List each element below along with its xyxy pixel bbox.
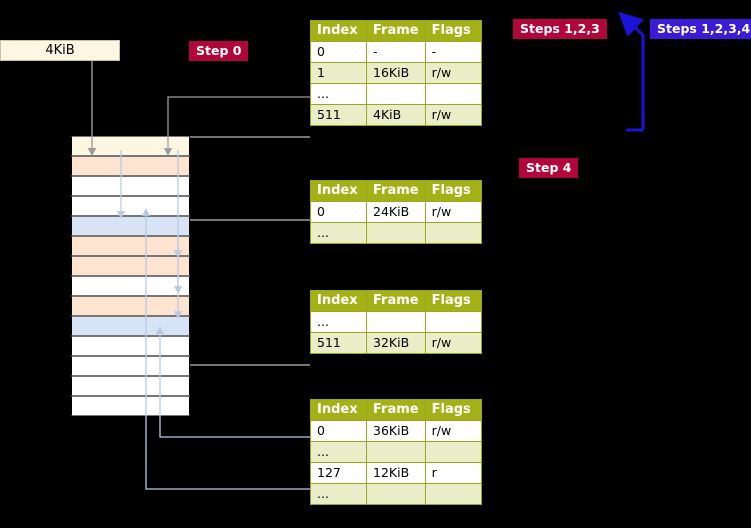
memory-cell bbox=[71, 136, 190, 156]
table-row: ... bbox=[310, 222, 482, 244]
cell-frame bbox=[366, 311, 426, 333]
cell-flags bbox=[424, 483, 482, 505]
table-row: 0-- bbox=[310, 41, 482, 63]
column-header-flags: Flags bbox=[424, 20, 482, 42]
cell-index: 0 bbox=[310, 201, 367, 223]
cell-flags: r/w bbox=[424, 201, 482, 223]
column-header-index: Index bbox=[310, 399, 367, 421]
column-header-frame: Frame bbox=[366, 290, 426, 312]
memory-cell bbox=[71, 276, 190, 296]
cell-index: ... bbox=[310, 311, 367, 333]
column-header-index: Index bbox=[310, 290, 367, 312]
cell-index: ... bbox=[310, 441, 367, 463]
column-header-frame: Frame bbox=[366, 20, 426, 42]
cell-flags: r/w bbox=[424, 104, 482, 126]
column-header-frame: Frame bbox=[366, 180, 426, 202]
table-row: ... bbox=[310, 483, 482, 505]
memory-cell bbox=[71, 356, 190, 376]
column-header-flags: Flags bbox=[424, 290, 482, 312]
steps-123-badge: Steps 1,2,3 bbox=[513, 19, 607, 39]
cell-index: ... bbox=[310, 83, 367, 105]
memory-cell bbox=[71, 216, 190, 236]
table-row: ... bbox=[310, 83, 482, 105]
memory-cell bbox=[71, 256, 190, 276]
cell-flags: r/w bbox=[424, 62, 482, 84]
cell-frame: 12KiB bbox=[366, 462, 426, 484]
table-header-row: Index Frame Flags bbox=[310, 20, 482, 42]
column-header-index: Index bbox=[310, 20, 367, 42]
cell-flags bbox=[424, 441, 482, 463]
column-header-flags: Flags bbox=[424, 180, 482, 202]
memory-cell bbox=[71, 316, 190, 336]
steps-1234-badge: Steps 1,2,3,4 bbox=[650, 19, 751, 39]
memory-cell bbox=[71, 176, 190, 196]
physical-memory-column bbox=[71, 136, 190, 416]
memory-cell bbox=[71, 296, 190, 316]
step-0-badge: Step 0 bbox=[189, 41, 249, 61]
cell-frame: 16KiB bbox=[366, 62, 426, 84]
cell-index: 511 bbox=[310, 104, 367, 126]
memory-cell bbox=[71, 376, 190, 396]
memory-cell bbox=[71, 236, 190, 256]
cell-frame: 24KiB bbox=[366, 201, 426, 223]
column-header-flags: Flags bbox=[424, 399, 482, 421]
column-header-index: Index bbox=[310, 180, 367, 202]
cell-frame bbox=[366, 483, 426, 505]
cell-index: 0 bbox=[310, 420, 367, 442]
kib-label-box: 4KiB bbox=[0, 40, 120, 61]
cell-frame: 36KiB bbox=[366, 420, 426, 442]
cell-index: ... bbox=[310, 483, 367, 505]
memory-cell bbox=[71, 336, 190, 356]
memory-cell bbox=[71, 396, 190, 416]
cell-flags: r/w bbox=[424, 332, 482, 354]
cell-index: ... bbox=[310, 222, 367, 244]
table-header-row: Index Frame Flags bbox=[310, 180, 482, 202]
cell-index: 1 bbox=[310, 62, 367, 84]
memory-cell bbox=[71, 156, 190, 176]
cell-frame bbox=[366, 222, 426, 244]
cell-frame bbox=[366, 83, 426, 105]
cell-flags: r/w bbox=[424, 420, 482, 442]
cell-flags: r bbox=[424, 462, 482, 484]
cell-frame: 32KiB bbox=[366, 332, 426, 354]
table-row: ... bbox=[310, 311, 482, 333]
cell-flags bbox=[424, 311, 482, 333]
column-header-frame: Frame bbox=[366, 399, 426, 421]
cell-frame: 4KiB bbox=[366, 104, 426, 126]
cell-frame: - bbox=[366, 41, 426, 63]
cell-index: 127 bbox=[310, 462, 367, 484]
step-4-badge: Step 4 bbox=[519, 158, 579, 178]
cell-index: 0 bbox=[310, 41, 367, 63]
table-header-row: Index Frame Flags bbox=[310, 399, 482, 421]
table-header-row: Index Frame Flags bbox=[310, 290, 482, 312]
memory-cell bbox=[71, 196, 190, 216]
cell-flags bbox=[424, 222, 482, 244]
cell-frame bbox=[366, 441, 426, 463]
table-row: ... bbox=[310, 441, 482, 463]
cell-flags bbox=[424, 83, 482, 105]
cell-index: 511 bbox=[310, 332, 367, 354]
cell-flags: - bbox=[424, 41, 482, 63]
